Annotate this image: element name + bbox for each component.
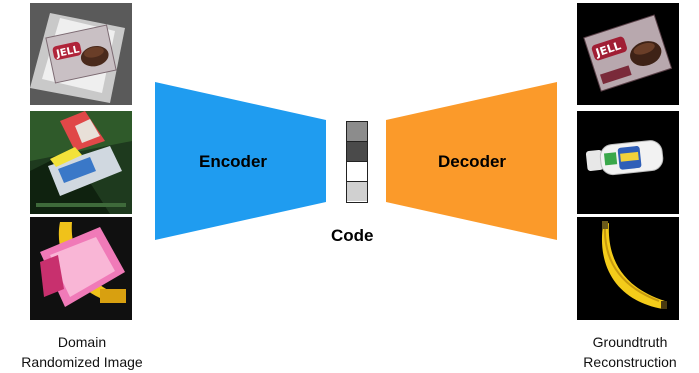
jello-box-randomized-icon: JELL [30,3,132,105]
output-caption-line1: Groundtruth [592,334,668,350]
svg-text:JELL: JELL [54,44,81,60]
code-cell-4 [347,182,367,201]
code-vector [346,121,368,203]
banana-randomized-icon [30,217,132,320]
encoder-block [155,82,326,240]
decoder-block [386,82,557,240]
output-caption: Groundtruth Reconstruction [566,332,694,372]
banana-icon [577,217,679,320]
bottle-randomized-icon [30,111,132,214]
input-caption-line1: Domain [57,334,107,350]
decoder-label: Decoder [438,152,507,171]
bottle-icon [577,111,679,214]
input-caption: Domain Randomized Image [0,332,164,372]
input-caption-line2: Randomized Image [21,354,143,370]
output-caption-line2: Reconstruction [583,354,677,370]
code-cell-1 [347,122,367,142]
code-label: Code [331,226,374,245]
decoder-shape [386,82,557,240]
encoder-shape [155,82,326,240]
jello-box-icon: JELL [577,3,679,105]
code-cell-2 [347,142,367,162]
code-cell-3 [347,162,367,182]
encoder-label: Encoder [199,152,268,171]
